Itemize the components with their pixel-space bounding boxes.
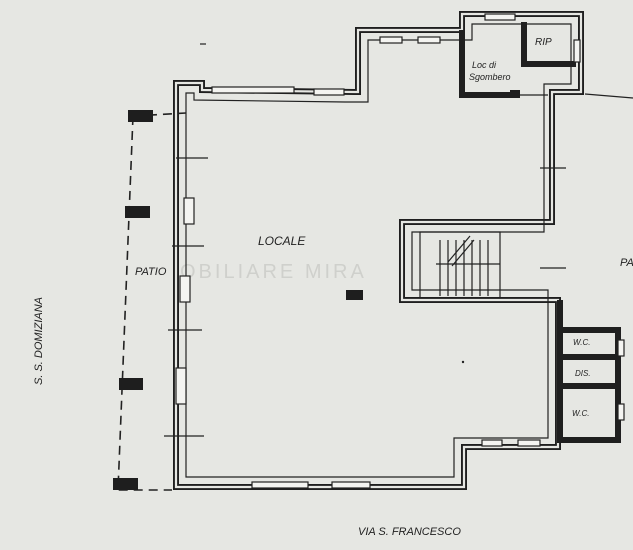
room-label-wc-top: W.C. <box>573 338 590 347</box>
window <box>175 367 187 405</box>
room-label-loc-sgombero-1: Loc di <box>472 60 497 70</box>
street-label-bottom: VIA S. FRANCESCO <box>358 526 461 538</box>
patio-label-right: PA <box>620 257 633 269</box>
right-boundary-line <box>584 93 633 99</box>
pillar <box>119 378 143 390</box>
room-label-loc-sgombero-2: Sgombero <box>469 72 511 82</box>
wc-block-wall <box>557 300 621 443</box>
window <box>573 39 581 63</box>
window <box>484 13 516 21</box>
patio-label-left: PATIO <box>135 266 167 278</box>
window <box>417 36 441 44</box>
watermark-text: OBILIARE MIRA <box>180 261 367 283</box>
window <box>183 197 195 225</box>
window <box>331 481 371 489</box>
street-label-left: S. S. DOMIZIANA <box>33 297 45 385</box>
wall-ticks <box>164 157 566 437</box>
window <box>517 439 541 447</box>
window <box>211 86 295 94</box>
window <box>617 403 625 421</box>
room-label-wc-bottom: W.C. <box>572 409 589 418</box>
pillar <box>125 206 150 218</box>
room-label-rip: RIP <box>535 37 552 48</box>
window <box>313 88 345 96</box>
room-label-dis: DIS. <box>575 369 591 378</box>
window <box>179 275 191 303</box>
stair-treads <box>436 235 500 296</box>
window <box>379 36 403 44</box>
stair-block <box>419 231 501 299</box>
window <box>481 439 503 447</box>
storage-partition <box>459 30 520 98</box>
window <box>251 481 309 489</box>
pillar-center <box>346 290 363 300</box>
rip-partition <box>521 22 576 67</box>
window <box>617 339 625 357</box>
dot-mark <box>461 360 465 364</box>
pillar <box>113 478 138 490</box>
room-label-locale: LOCALE <box>258 234 306 248</box>
pillar <box>128 110 153 122</box>
inner-wall-line <box>185 23 572 478</box>
